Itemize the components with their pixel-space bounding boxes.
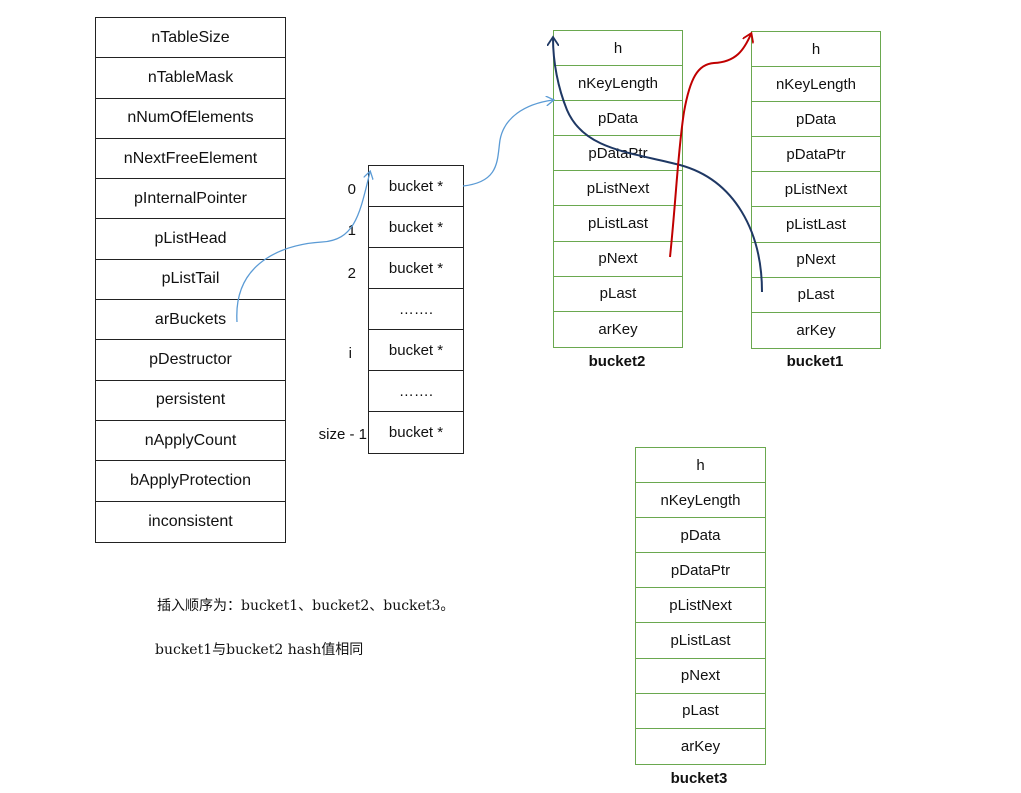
field-ntablesize: nTableSize	[96, 18, 285, 59]
bucket1-field-arkey: arKey	[796, 321, 836, 339]
bucket3-field-plast: pLast	[636, 694, 765, 729]
field-bapplyprotection: bApplyProtection	[96, 461, 285, 502]
bucket2-struct: h nKeyLength pData pDataPtr pListNext pL…	[553, 30, 683, 348]
bucket2-field-pdataptr: pDataPtr	[554, 136, 682, 172]
bucket3-field-pnext: pNext	[636, 659, 765, 694]
bucket3-field-pdata: pData	[636, 518, 765, 554]
bucket2-field-h: h	[554, 31, 682, 67]
bucket2-field-nkeylength: nKeyLength	[554, 66, 682, 102]
slot0-to-bucket2-arrow	[462, 100, 553, 187]
bucket1-field-plast: pLast	[752, 278, 880, 313]
array-index: size - 1	[318, 426, 367, 443]
field-pinternalpointer: pInternalPointer	[96, 179, 285, 220]
bucket1-field-pdata: pData	[752, 102, 880, 138]
field-arbuckets: arBuckets	[96, 300, 285, 341]
bucket2-field-plast: pLast	[554, 277, 682, 312]
array-cell: bucket *	[388, 424, 444, 441]
bucket3-struct: h nKeyLength pData pDataPtr pListNext pL…	[635, 447, 766, 765]
array-index: 1	[347, 222, 356, 239]
bucket1-field-h: h	[752, 32, 880, 68]
array-cell: bucket *	[369, 166, 463, 207]
bucket1-field-plistlast: pListLast	[752, 207, 880, 243]
bucket3-field-h: h	[636, 448, 765, 484]
bucket1-field-pnext: pNext	[752, 243, 880, 278]
bucket2-field-pdata: pData	[554, 101, 682, 137]
bucket2-field-plistnext: pListNext	[554, 171, 682, 207]
array-cell-ellipsis: …….	[369, 289, 463, 330]
field-plisthead: pListHead	[96, 219, 285, 260]
array-cell: bucket *	[369, 330, 463, 371]
bucket3-label: bucket3	[670, 770, 728, 787]
same-hash-note: bucket1与bucket2 hash值相同	[155, 642, 364, 658]
field-nnextfreeelement: nNextFreeElement	[96, 139, 285, 180]
bucket1-field-nkeylength: nKeyLength	[752, 67, 880, 103]
field-persistent: persistent	[96, 381, 285, 421]
insertion-order-note: 插入顺序为：bucket1、bucket2、bucket3。	[157, 598, 455, 614]
field-plisttail: pListTail	[96, 260, 285, 301]
bucket1-struct: h nKeyLength pData pDataPtr pListNext pL…	[751, 31, 881, 349]
array-cell: bucket *	[369, 248, 463, 289]
field-pdestructor: pDestructor	[96, 340, 285, 381]
bucket2-field-plistlast: pListLast	[554, 206, 682, 242]
bucket3-field-nkeylength: nKeyLength	[636, 483, 765, 519]
array-index: 0	[347, 181, 356, 198]
field-ntablemask: nTableMask	[96, 58, 285, 99]
bucket3-field-pdataptr: pDataPtr	[636, 553, 765, 589]
field-inconsistent: inconsistent	[148, 512, 233, 530]
field-nnumofelements: nNumOfElements	[96, 99, 285, 139]
array-cell-ellipsis: …….	[369, 371, 463, 412]
bucket3-field-arkey: arKey	[680, 737, 721, 755]
bucket1-field-plistnext: pListNext	[752, 172, 880, 208]
hashtable-struct: nTableSize nTableMask nNumOfElements nNe…	[95, 17, 286, 543]
bucket2-label: bucket2	[588, 353, 646, 370]
bucket3-field-plistlast: pListLast	[636, 623, 765, 659]
array-cell: bucket *	[369, 207, 463, 248]
bucket1-label: bucket1	[786, 353, 844, 370]
bucket2-field-arkey: arKey	[598, 320, 638, 338]
field-napplycount: nApplyCount	[96, 421, 285, 462]
array-index: i	[348, 345, 352, 362]
bucket1-field-pdataptr: pDataPtr	[752, 137, 880, 173]
bucket2-field-pnext: pNext	[554, 242, 682, 277]
array-index: 2	[347, 265, 356, 282]
bucket-pointer-array: bucket * bucket * bucket * ……. bucket * …	[368, 165, 464, 454]
bucket3-field-plistnext: pListNext	[636, 588, 765, 624]
